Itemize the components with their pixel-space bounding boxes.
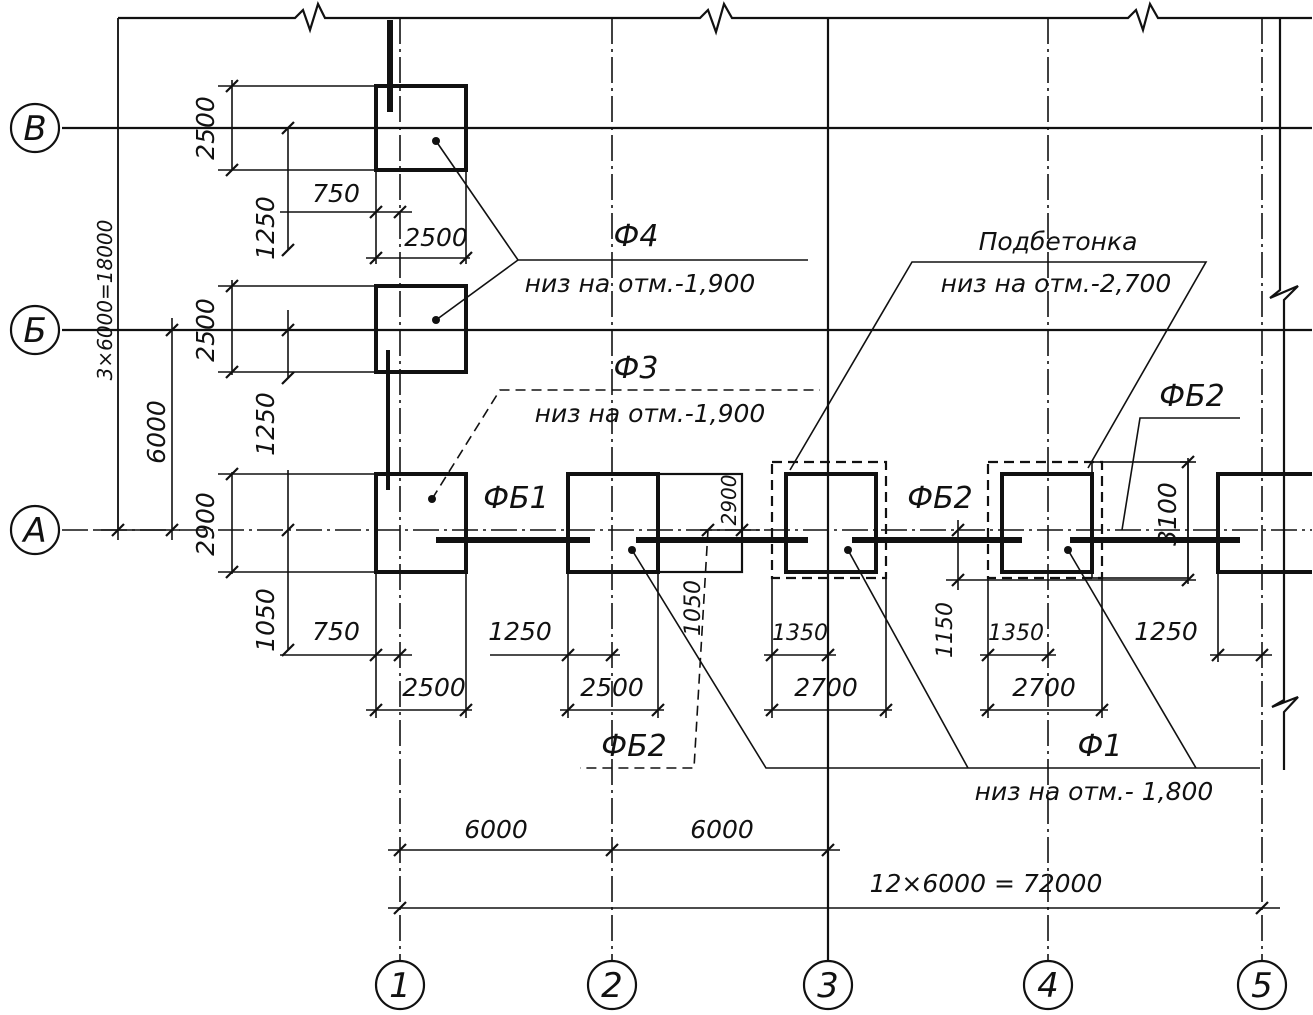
foundation-col5 <box>1216 472 1312 574</box>
podbetonka-col3 <box>770 460 888 580</box>
label-f1: Ф1 <box>1078 729 1123 764</box>
dim-col3-2700: 2700 <box>794 673 858 702</box>
dim-b-2500: 2500 <box>191 298 220 362</box>
label-f3: Ф3 <box>614 351 659 386</box>
foundation-f4-b <box>374 284 468 374</box>
note-f3: низ на отм.-1,900 <box>535 399 766 428</box>
axis-label-3: 3 <box>817 966 839 1006</box>
dim-col4-2700: 2700 <box>1012 673 1076 702</box>
label-fb1: ФБ1 <box>483 481 549 516</box>
foundation-labels: Ф4 низ на отм.-1,900 Ф3 низ на отм.-1,90… <box>483 219 1225 806</box>
axis-marker-V: В <box>9 102 61 154</box>
dim-col5-1250: 1250 <box>1134 617 1198 646</box>
label-fb2-mid: ФБ2 <box>907 481 973 516</box>
dim-col4-1350: 1350 <box>988 621 1044 646</box>
axis-marker-4: 4 <box>1022 959 1074 1011</box>
foundation-f1-col4 <box>1000 472 1094 574</box>
axis-label-A: А <box>21 511 46 551</box>
dim-span-1-2: 6000 <box>464 815 528 844</box>
dim-col2-1250: 1250 <box>488 617 552 646</box>
axis-label-1: 1 <box>389 966 411 1006</box>
note-podbetonka: низ на отм.-2,700 <box>941 269 1172 298</box>
leader-lines <box>431 140 1260 769</box>
foundation-f1-col2 <box>566 472 660 574</box>
right-break-line <box>1269 18 1299 770</box>
podbetonka-col4 <box>986 460 1104 580</box>
foundation-f1-col3 <box>784 472 878 574</box>
dim-v-750: 750 <box>312 179 360 208</box>
dim-a-1050: 1050 <box>251 588 280 652</box>
dim-a-750: 750 <box>312 617 360 646</box>
dimension-lines <box>96 18 1280 909</box>
dim-a-2900: 2900 <box>191 492 220 556</box>
dim-col2-2500: 2500 <box>580 673 644 702</box>
dim-v-2500-width: 2500 <box>404 223 468 252</box>
dim-span-2-3: 6000 <box>690 815 754 844</box>
dim-v-1250: 1250 <box>251 196 280 260</box>
axis-label-4: 4 <box>1037 966 1059 1006</box>
dim-row-span: 6000 <box>142 400 171 464</box>
note-f1: низ на отм.- 1,800 <box>975 777 1214 806</box>
dim-col2-2900: 2900 <box>717 475 741 526</box>
foundation-f3 <box>374 472 468 574</box>
dim-col4-3100: 3100 <box>1153 482 1182 546</box>
grid-lines <box>62 1 1312 960</box>
dim-v-2500: 2500 <box>191 96 220 160</box>
foundations <box>374 84 1312 580</box>
label-fb2-bottom: ФБ2 <box>601 729 667 764</box>
label-podbetonka: Подбетонка <box>979 227 1138 256</box>
row-axis-markers: В Б А <box>9 102 61 556</box>
axis-marker-2: 2 <box>586 959 638 1011</box>
dim-a-2500: 2500 <box>402 673 466 702</box>
axis-label-B: Б <box>23 311 46 351</box>
dimension-texts: 3×6000=18000 6000 2500 1250 750 2500 250… <box>93 96 1198 898</box>
label-f4: Ф4 <box>614 219 659 254</box>
note-f4: низ на отм.-1,900 <box>525 269 756 298</box>
foundation-f4 <box>374 84 468 172</box>
axis-marker-1: 1 <box>374 959 426 1011</box>
top-break-line <box>118 1 1312 36</box>
dim-overall-cols: 12×6000 = 72000 <box>870 869 1103 898</box>
axis-marker-A: А <box>9 504 61 556</box>
axis-label-2: 2 <box>601 966 623 1006</box>
dim-col4-1150: 1150 <box>933 602 958 658</box>
dim-b-1250: 1250 <box>251 392 280 456</box>
label-fb2-top: ФБ2 <box>1159 379 1225 414</box>
axis-marker-B: Б <box>9 304 61 356</box>
dim-col2-1050: 1050 <box>681 580 706 636</box>
axis-marker-5: 5 <box>1236 959 1288 1011</box>
axis-label-V: В <box>23 109 46 149</box>
dim-overall-rows: 3×6000=18000 <box>93 220 117 381</box>
column-axis-markers: 1 2 3 4 5 <box>374 959 1288 1011</box>
dimension-ticks <box>111 79 1269 915</box>
axis-label-5: 5 <box>1251 966 1273 1006</box>
axis-marker-3: 3 <box>802 959 854 1011</box>
dim-col3-1350: 1350 <box>772 621 828 646</box>
